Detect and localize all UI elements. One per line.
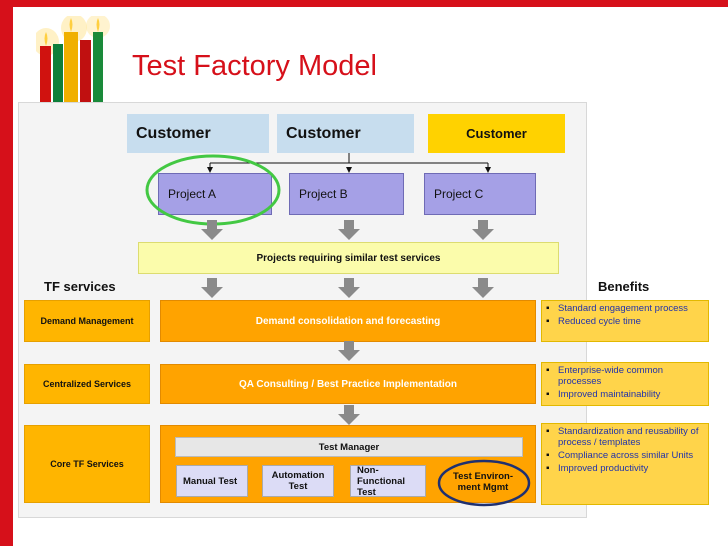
down-arrow-icon — [472, 220, 494, 240]
down-arrow-icon — [201, 220, 223, 240]
demand-consolidation-box: Demand consolidation and forecasting — [160, 300, 536, 342]
down-arrow-icon — [472, 278, 494, 298]
benefits-box-3: Standardization and reusability of proce… — [541, 423, 709, 505]
non-functional-test-box: Non-Functional Test — [350, 465, 426, 498]
benefit-item: Improved productivity — [545, 463, 705, 474]
project-b-box: Project B — [289, 173, 404, 215]
centralized-services-box: Centralized Services — [24, 364, 150, 404]
highlight-ellipse-test-env — [437, 459, 531, 507]
slide-title: Test Factory Model — [132, 50, 377, 82]
tf-services-label: TF services — [44, 279, 116, 294]
benefit-item: Compliance across similar Units — [545, 450, 705, 461]
down-arrow-icon — [338, 405, 360, 425]
demand-management-box: Demand Management — [24, 300, 150, 342]
project-a-box: Project A — [158, 173, 272, 215]
benefits-box-2: Enterprise-wide common processes Improve… — [541, 362, 709, 406]
project-c-box: Project C — [424, 173, 536, 215]
benefits-label: Benefits — [598, 279, 650, 294]
customer-box-2: Customer — [277, 114, 414, 153]
down-arrow-icon — [338, 341, 360, 361]
projects-band: Projects requiring similar test services — [138, 242, 559, 274]
customer-box-1: Customer — [127, 114, 269, 153]
manual-test-box: Manual Test — [176, 465, 248, 497]
down-arrow-icon — [338, 278, 360, 298]
candles-icon — [36, 16, 110, 108]
test-environment-box: Test Environ-ment Mgmt — [453, 471, 513, 493]
highlight-ellipse-project-a — [145, 154, 281, 226]
benefit-item: Enterprise-wide common processes — [545, 365, 705, 387]
test-manager-box: Test Manager — [175, 437, 523, 457]
automation-test-box: Automation Test — [262, 465, 334, 497]
customer-box-3: Customer — [428, 114, 565, 153]
qa-consulting-box: QA Consulting / Best Practice Implementa… — [160, 364, 536, 404]
down-arrow-icon — [201, 278, 223, 298]
core-tf-services-box: Core TF Services — [24, 425, 150, 503]
benefit-item: Standard engagement process — [545, 303, 705, 314]
benefit-item: Reduced cycle time — [545, 316, 705, 327]
benefits-box-1: Standard engagement process Reduced cycl… — [541, 300, 709, 342]
benefit-item: Improved maintainability — [545, 389, 705, 400]
down-arrow-icon — [338, 220, 360, 240]
benefit-item: Standardization and reusability of proce… — [545, 426, 705, 448]
